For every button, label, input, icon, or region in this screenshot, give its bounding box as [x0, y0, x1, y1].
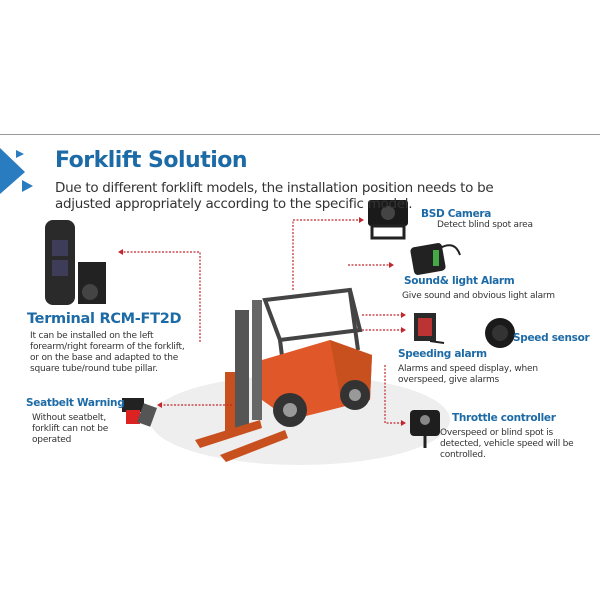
sound-alarm-image: [410, 243, 461, 275]
connector-lines: [120, 219, 402, 424]
seatbelt-desc: Without seatbelt, forklift can not be op…: [32, 413, 109, 445]
speed-sensor-label: Speed sensor: [513, 332, 590, 344]
arrowheads: [118, 217, 406, 426]
page-subtitle: Due to different forklift models, the in…: [55, 180, 494, 212]
page-title: Forklift Solution: [55, 148, 248, 173]
terminal-label: Terminal RCM-FT2D: [27, 311, 182, 327]
triangle-logo-icon: [0, 148, 33, 194]
throttle-controller-image: [410, 410, 440, 448]
speeding-alarm-label: Speeding alarm: [398, 348, 487, 360]
seatbelt-image: [122, 398, 157, 427]
terminal-desc: It can be installed on the left forearm/…: [30, 331, 185, 374]
bsd-camera-desc: Detect blind spot area: [437, 220, 533, 230]
speeding-alarm-desc: Alarms and speed display, when overspeed…: [398, 364, 538, 385]
divider: [0, 134, 600, 135]
seatbelt-label: Seatbelt Warning: [26, 397, 125, 409]
speeding-alarm-image: [414, 313, 445, 344]
sound-alarm-desc: Give sound and obvious light alarm: [402, 291, 555, 301]
sound-alarm-label: Sound& light Alarm: [404, 275, 515, 287]
throttle-label: Throttle controller: [452, 412, 556, 424]
throttle-desc: Overspeed or blind spot is detected, veh…: [440, 428, 574, 460]
speed-sensor-image: [485, 318, 515, 348]
terminal-device-image: [45, 220, 106, 305]
bsd-camera-label: BSD Camera: [421, 208, 492, 220]
forklift-image: [195, 287, 372, 462]
bsd-camera-image: [368, 200, 408, 240]
